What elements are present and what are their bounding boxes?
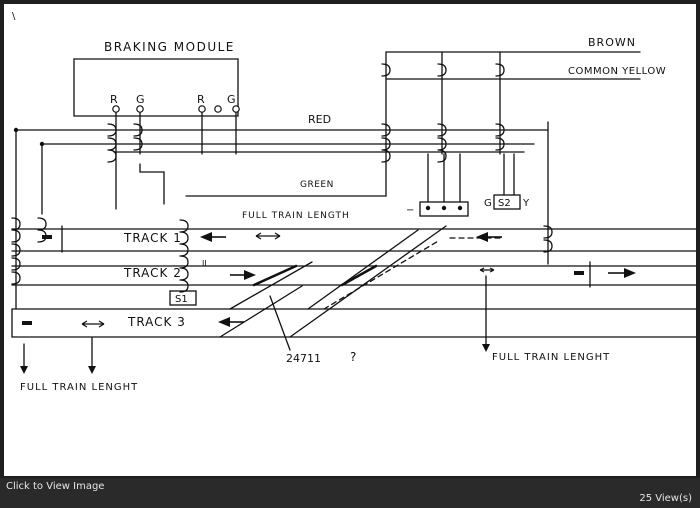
track2-label: TRACK 2 (123, 266, 182, 280)
common-yellow-label: COMMON YELLOW (568, 66, 666, 77)
brown-wire-label: BROWN (588, 36, 636, 49)
green-wire-label: GREEN (300, 180, 334, 190)
braking-module-box (73, 58, 239, 117)
direction-arrow-track1-right (476, 232, 488, 242)
s1-label-box (169, 290, 197, 306)
full-train-length-top-label: FULL TRAIN LENGTH (242, 211, 350, 221)
terminal-r2-label: R (197, 93, 205, 106)
schematic-sheet[interactable]: \ BRAKING MODULE R G R G BROWN COMMON YE… (4, 4, 696, 476)
direction-arrow-track2-right (624, 268, 636, 278)
s2-g-label: G (484, 198, 492, 209)
both-ways-arrow-track3 (81, 320, 105, 328)
terminal-g2-label: G (227, 93, 236, 106)
wiring-diagram: \ BRAKING MODULE R G R G BROWN COMMON YE… (11, 11, 696, 393)
full-train-lenght-left-label: FULL TRAIN LENGHT (20, 382, 138, 393)
red-wire-label: RED (308, 113, 331, 126)
direction-arrow-track2 (244, 270, 256, 280)
track1-label: TRACK 1 (123, 231, 182, 245)
question-mark: ? (350, 350, 356, 364)
corner-mark: \ (12, 11, 16, 22)
view-count: 25 View(s) (639, 493, 692, 504)
terminal-r1-label: R (110, 93, 118, 106)
braking-module-title: BRAKING MODULE (104, 40, 235, 54)
full-train-lenght-right-label: FULL TRAIN LENGHT (492, 352, 610, 363)
s2-label-box (493, 194, 521, 210)
minus-mark: − (406, 205, 414, 216)
direction-arrow-track1 (200, 232, 212, 242)
part-number-label: 24711 (286, 352, 321, 365)
direction-arrow-track3 (218, 317, 230, 327)
s2-y-label: Y (522, 198, 530, 209)
s1-label: S1 (175, 294, 188, 305)
both-ways-arrow-top (255, 232, 281, 240)
view-image-link[interactable]: Click to View Image (6, 481, 105, 492)
terminal-g1-label: G (136, 93, 145, 106)
s2-label: S2 (498, 198, 511, 209)
track3-label: TRACK 3 (127, 315, 186, 329)
double-bar-mark: II (202, 259, 207, 268)
viewer-footer: Click to View Image 25 View(s) (0, 478, 700, 508)
